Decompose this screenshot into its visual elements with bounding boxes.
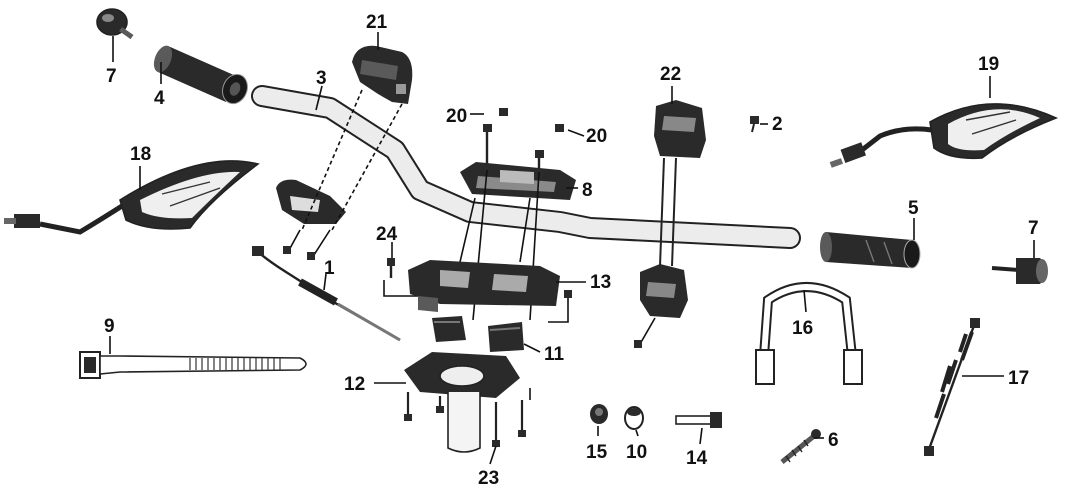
callout-11: 11: [544, 344, 565, 365]
callout-20-left: 20: [446, 106, 467, 127]
callout-17: 17: [1008, 368, 1029, 389]
bar-end-weight-right: [991, 258, 1048, 284]
u-bracket: [755, 282, 863, 385]
callout-13: 13: [590, 272, 611, 293]
switch-assembly-lines: [283, 89, 403, 260]
leader-lines: [109, 32, 1035, 465]
callout-6: 6: [828, 430, 839, 451]
collar: [624, 406, 644, 430]
callout-7-right: 7: [1028, 218, 1039, 239]
right-mirror: [829, 103, 1059, 168]
callout-23: 23: [478, 468, 499, 489]
upper-handlebar-clamp: [460, 162, 576, 200]
callout-24: 24: [376, 224, 398, 245]
throttle-cable: [252, 246, 401, 342]
callout-1: 1: [324, 258, 335, 279]
small-screw: [750, 116, 759, 133]
callout-10: 10: [626, 442, 647, 463]
callout-20-right: 20: [586, 126, 607, 147]
riser-bolt: [387, 258, 395, 278]
left-switch-housing-lower: [276, 179, 346, 224]
tapping-screw: [780, 429, 821, 464]
callout-9: 9: [104, 316, 115, 337]
spring-cable: [924, 318, 980, 456]
callout-18: 18: [130, 144, 151, 165]
nut: [590, 404, 608, 424]
callout-4: 4: [154, 88, 165, 109]
cable-tie: [79, 351, 307, 379]
callout-8: 8: [582, 180, 593, 201]
handlebar-tube: [251, 85, 801, 249]
hex-bolt: [675, 412, 722, 428]
callout-5: 5: [908, 198, 919, 219]
callout-12: 12: [344, 374, 365, 395]
callout-2: 2: [772, 114, 783, 135]
rubber-dampers: [432, 316, 524, 352]
left-grip: [153, 45, 248, 105]
bar-end-weight-left: [96, 8, 134, 40]
cable-tie-teeth: [189, 358, 281, 370]
callout-21: 21: [366, 12, 388, 33]
callout-15: 15: [586, 442, 608, 463]
callout-16: 16: [792, 318, 813, 339]
base-plate-bolts: [404, 388, 531, 447]
riser-base-plate: [404, 352, 520, 453]
callout-7-left: 7: [106, 66, 117, 87]
left-mirror: [4, 160, 260, 235]
lower-handlebar-clamp: [408, 260, 560, 312]
callout-19: 19: [978, 54, 999, 75]
right-switch-housing: [634, 100, 706, 348]
upper-clamp-bolts: [483, 108, 564, 172]
callout-3: 3: [316, 68, 327, 89]
callout-labels: 7 4 3 21 18 1 9 20 20 8 24 13 11 12 23 2…: [104, 12, 1039, 489]
callout-14: 14: [686, 448, 708, 469]
callout-22: 22: [660, 64, 681, 85]
right-grip: [820, 232, 921, 269]
left-switch-housing-upper: [352, 45, 413, 104]
